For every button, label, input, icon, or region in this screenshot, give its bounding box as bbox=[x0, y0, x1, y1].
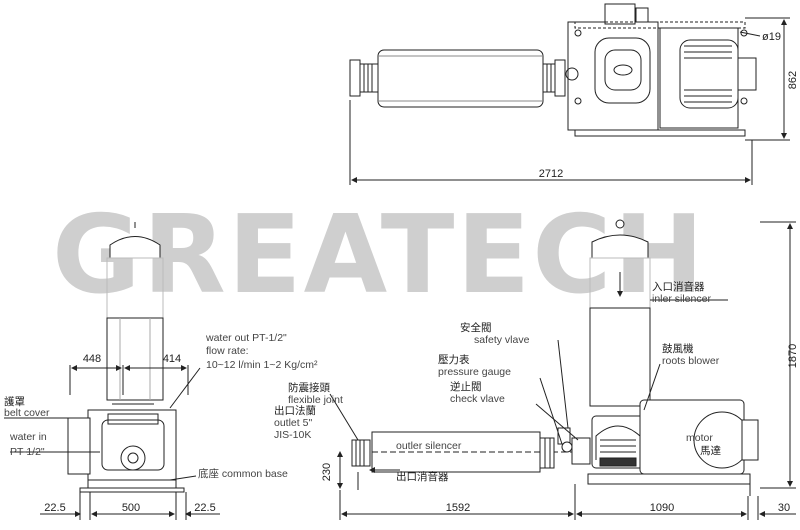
base-dim-mid: 500 bbox=[122, 502, 140, 514]
base-dim-right: 22.5 bbox=[194, 502, 215, 514]
pressure-gauge-label-en: pressure gauge bbox=[438, 366, 511, 378]
front-height-dim: 1870 bbox=[787, 344, 799, 368]
flex-joint-label-zh: 防震接頭 bbox=[288, 381, 330, 394]
top-view bbox=[349, 3, 790, 185]
hole-diameter-dim: ø19 bbox=[762, 31, 781, 43]
side-dim-414: 414 bbox=[163, 353, 181, 365]
front-view bbox=[329, 219, 796, 520]
outlet-silencer-label-zh: 出口消音器 bbox=[396, 470, 449, 483]
check-valve-label-zh: 逆止閥 bbox=[450, 380, 482, 393]
check-valve-label-en: check vlave bbox=[450, 393, 505, 405]
side-dim-448: 448 bbox=[83, 353, 101, 365]
end-dim: 30 bbox=[778, 502, 790, 514]
blower-length-dim: 1090 bbox=[650, 502, 674, 514]
water-out-label: water out PT-1/2" bbox=[205, 332, 287, 344]
safety-valve-label-zh: 安全閥 bbox=[460, 321, 492, 334]
pressure-gauge-label-zh: 壓力表 bbox=[438, 353, 470, 366]
silencer-length-dim: 1592 bbox=[446, 502, 470, 514]
outlet-flange-label-en: outlet 5" bbox=[274, 417, 312, 429]
outlet-silencer-label-en: outler silencer bbox=[396, 440, 462, 452]
belt-cover-label-zh: 護罩 bbox=[4, 395, 25, 408]
outlet-flange-label-zh: 出口法蘭 bbox=[274, 404, 316, 417]
safety-valve-label-en: safety vlave bbox=[474, 334, 530, 346]
water-in-label: water in bbox=[9, 431, 47, 443]
outlet-flange-spec: JIS-10K bbox=[274, 429, 311, 441]
top-silencer-body bbox=[377, 49, 544, 108]
motor-label-en: motor bbox=[686, 432, 713, 444]
inlet-silencer-label-en: inler silencer bbox=[652, 293, 711, 305]
water-in-size: PT-1/2" bbox=[10, 446, 45, 458]
side-view bbox=[4, 222, 220, 520]
top-height-dim: 862 bbox=[787, 71, 799, 89]
motor-label-zh: 馬達 bbox=[700, 445, 721, 457]
inlet-silencer-label-zh: 入口消音器 bbox=[652, 280, 705, 293]
front-base-dim: 230 bbox=[321, 463, 333, 481]
inlet-silencer bbox=[589, 307, 651, 407]
flow-rate-values: 10~12 l/min 1~2 Kg/cm² bbox=[206, 359, 318, 371]
roots-blower-label-en: roots blower bbox=[662, 355, 720, 367]
flow-rate-label: flow rate: bbox=[206, 345, 249, 357]
base-dim-left: 22.5 bbox=[44, 502, 65, 514]
common-base-label: 底座 common base bbox=[198, 467, 288, 480]
top-length-dim: 2712 bbox=[539, 168, 563, 180]
roots-blower-label-zh: 鼓風機 bbox=[662, 342, 694, 355]
flex-joint-label-en: flexible joint bbox=[288, 394, 343, 406]
belt-cover-label-en: belt cover bbox=[4, 407, 50, 419]
